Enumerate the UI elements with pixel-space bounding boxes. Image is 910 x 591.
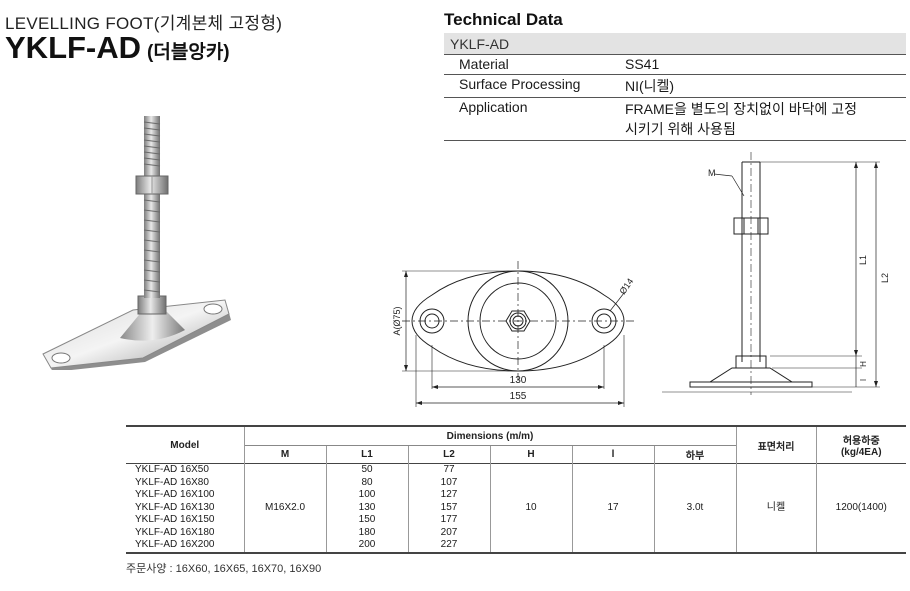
technical-data-label: Application	[444, 97, 619, 141]
cell-l2: 207	[407, 526, 490, 539]
col-l: l	[571, 445, 654, 464]
cell-model: YKLF-AD 16X130	[135, 501, 215, 513]
dimensions-table: Model Dimensions (m/m) 표면처리 허용하중(kg/4EA)…	[126, 425, 906, 554]
cell-l1: 80	[325, 476, 408, 489]
technical-data-label: Material	[444, 54, 619, 75]
dim-label-h: H	[859, 361, 868, 367]
technical-data-row: Material SS41	[444, 54, 906, 75]
product-title-main: YKLF-AD	[5, 30, 142, 65]
col-bottom-load: 하부	[653, 445, 736, 464]
product-title-suffix: (더블앙카)	[147, 42, 230, 63]
cell-l2: 227	[407, 539, 490, 554]
dim-label-l: l	[859, 379, 868, 381]
col-m: M	[243, 445, 326, 464]
table-header-row: Model Dimensions (m/m) 표면처리 허용하중(kg/4EA)	[126, 426, 906, 464]
cell-l1: 200	[325, 539, 408, 554]
table-row: YKLF-AD 16X130 130 157	[126, 501, 906, 514]
dim-label-155: 155	[510, 391, 527, 402]
col-load-title: 허용하중	[842, 436, 880, 447]
table-row: YKLF-AD 16X80 80 107	[126, 476, 906, 489]
cell-l2: 127	[407, 489, 490, 502]
cell-surface: 니켈	[735, 463, 816, 554]
cell-model: YKLF-AD 16X80	[135, 476, 209, 488]
cell-model: YKLF-AD 16X100	[135, 489, 215, 501]
col-surface: 표면처리	[735, 426, 816, 464]
order-spec-note: 주문사양 : 16X60, 16X65, 16X70, 16X90	[126, 563, 322, 575]
product-photo	[42, 116, 231, 370]
cell-l2: 157	[407, 501, 490, 514]
table-row: YKLF-AD 16X100 100 127	[126, 489, 906, 502]
cell-l: 17	[571, 463, 654, 554]
technical-data-value: NI(니켈)	[619, 74, 906, 98]
cell-l1: 50	[325, 463, 408, 477]
table-row: YKLF-AD 16X200 200 227	[126, 539, 906, 554]
table-row: YKLF-AD 16X50 M16X2.0 50 77 10 17 3.0t 니…	[126, 463, 906, 554]
cell-bottom-load: 3.0t	[653, 463, 736, 554]
cell-l2: 77	[407, 463, 490, 477]
cell-l1: 180	[325, 526, 408, 539]
application-line-2: 시키기 위해 사용됨	[625, 121, 736, 137]
table-row: YKLF-AD 16X180 180 207	[126, 526, 906, 539]
cell-allow-load: 1200(1400)	[815, 463, 906, 554]
application-line-1: FRAME을 별도의 장치없이 바닥에 고정	[625, 101, 857, 117]
cell-h: 10	[489, 463, 572, 554]
cell-model: YKLF-AD 16X180	[135, 526, 215, 538]
cell-m: M16X2.0	[243, 463, 326, 554]
dim-label-a: A(Ø75)	[392, 306, 402, 335]
cell-l1: 150	[325, 514, 408, 527]
cell-l1: 100	[325, 489, 408, 502]
cell-model: YKLF-AD 16X150	[135, 514, 215, 526]
cell-model: YKLF-AD 16X50	[126, 463, 244, 477]
table-subheader-row: M L1 L2 H l 하부	[126, 445, 906, 464]
col-l1: L1	[325, 445, 408, 464]
cell-l2: 177	[407, 514, 490, 527]
technical-data-model-row: YKLF-AD	[444, 33, 906, 55]
technical-data-heading: Technical Data	[444, 10, 563, 29]
cell-l1: 130	[325, 501, 408, 514]
technical-data-value: SS41	[619, 54, 906, 75]
col-dimensions: Dimensions (m/m)	[243, 426, 736, 446]
dim-label-130: 130	[510, 375, 527, 386]
product-subtitle: LEVELLING FOOT(기계본체 고정형)	[5, 14, 283, 33]
technical-data-row: Surface Processing NI(니켈)	[444, 74, 906, 98]
col-load-unit: (kg/4EA)	[840, 447, 882, 458]
col-load: 허용하중(kg/4EA)	[815, 426, 906, 464]
table-row: YKLF-AD 16X150 150 177	[126, 514, 906, 527]
col-l2: L2	[407, 445, 490, 464]
technical-data-model: YKLF-AD	[444, 33, 906, 55]
technical-data-table: YKLF-AD Material SS41 Surface Processing…	[444, 33, 906, 141]
dim-label-l2: L2	[880, 273, 890, 283]
col-model: Model	[170, 439, 200, 451]
dim-label-hole: Ø14	[617, 276, 635, 296]
front-view-drawing: A(Ø75) Ø14 130 155	[392, 261, 635, 407]
dim-label-m: M	[708, 168, 716, 178]
col-h: H	[489, 445, 572, 464]
cell-l2: 107	[407, 476, 490, 489]
technical-data-label: Surface Processing	[444, 74, 619, 98]
dim-label-l1: L1	[858, 255, 868, 265]
side-view-drawing: M L1 L2 H l	[662, 152, 890, 395]
product-title: YKLF-AD(더블앙카)	[5, 30, 230, 71]
cell-model: YKLF-AD 16X200	[126, 539, 244, 554]
